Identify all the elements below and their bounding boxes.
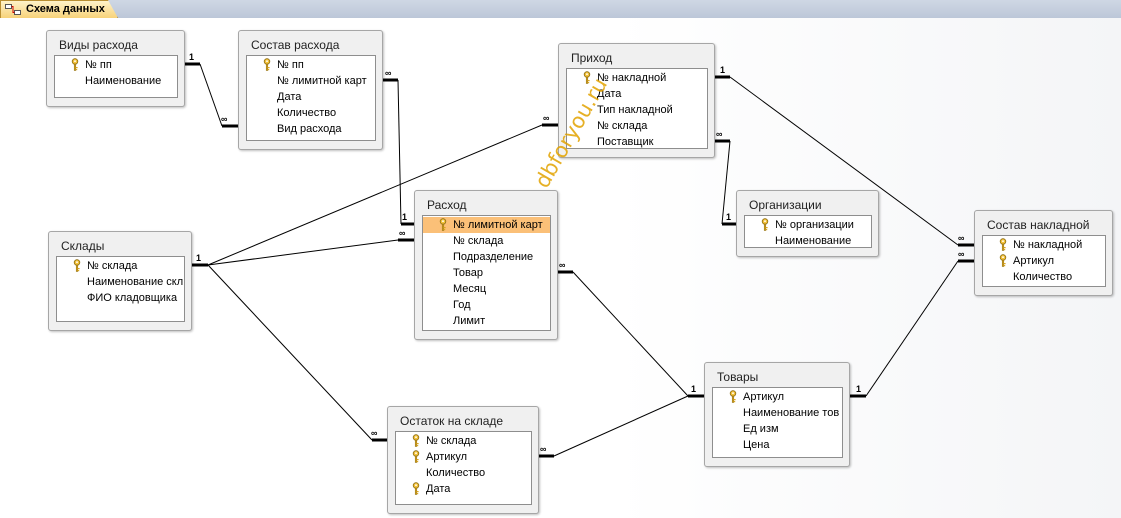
table-prihod[interactable]: Приход № накладной Дата Тип накладной № …	[558, 43, 715, 158]
key-icon	[412, 434, 420, 447]
field-item[interactable]: Подразделение	[453, 251, 534, 263]
field-item[interactable]: Месяц	[453, 283, 487, 295]
key-icon	[412, 482, 420, 495]
relationships-icon	[5, 4, 21, 15]
field-item[interactable]: № накладной	[567, 70, 707, 86]
field-list: № склада Артикул Количество Дата	[395, 431, 532, 505]
field-item[interactable]: Ед изм	[743, 423, 779, 435]
table-rashod[interactable]: Расход № лимитной карт № склада Подразде…	[414, 190, 558, 340]
table-title: Приход	[571, 51, 613, 65]
table-title: Товары	[717, 370, 759, 384]
table-title: Состав расхода	[251, 38, 340, 52]
field-list: № накладной Дата Тип накладной № склада …	[566, 68, 708, 149]
table-title: Остаток на складе	[400, 414, 504, 428]
field-list: № организации Наименование	[744, 215, 872, 248]
field-item-selected[interactable]: № лимитной карт	[423, 217, 550, 233]
field-item[interactable]: № накладной	[983, 237, 1105, 253]
field-item[interactable]: Наименование	[775, 235, 852, 247]
field-item[interactable]: Дата	[396, 481, 531, 497]
table-title: Состав накладной	[987, 218, 1090, 232]
field-item[interactable]: № склада	[597, 120, 648, 132]
document-tab-bar: Схема данных	[0, 0, 1121, 19]
field-item[interactable]: № склада	[57, 258, 184, 274]
field-item[interactable]: Количество	[426, 467, 486, 479]
table-tovary[interactable]: Товары Артикул Наименование тов Ед изм Ц…	[704, 362, 850, 467]
field-item[interactable]: № склада	[396, 433, 531, 449]
field-item[interactable]: № лимитной карт	[277, 75, 367, 87]
field-list: № накладной Артикул Количество	[982, 235, 1106, 287]
field-item[interactable]: Дата	[597, 88, 622, 100]
field-item[interactable]: Тип накладной	[597, 104, 673, 116]
table-title: Расход	[427, 198, 467, 212]
table-vidy-rashoda[interactable]: Виды расхода № пп Наименование	[46, 30, 185, 107]
field-item[interactable]: Год	[453, 299, 471, 311]
field-item[interactable]: ФИО кладовщика	[87, 292, 178, 304]
field-item[interactable]: Количество	[1013, 271, 1073, 283]
field-list: № пп Наименование	[54, 55, 178, 98]
tab-data-schema[interactable]: Схема данных	[0, 0, 118, 18]
table-sklady[interactable]: Склады № склада Наименование скл ФИО кла…	[48, 231, 192, 331]
field-item[interactable]: Вид расхода	[277, 123, 342, 135]
field-item[interactable]: Товар	[453, 267, 483, 279]
table-title: Склады	[61, 239, 105, 253]
field-list: Артикул Наименование тов Ед изм Цена	[712, 387, 843, 458]
field-item[interactable]: № склада	[453, 235, 504, 247]
field-item[interactable]: Артикул	[396, 449, 531, 465]
table-ostatok-na-sklade[interactable]: Остаток на складе № склада Артикул Колич…	[387, 406, 539, 514]
field-list: № пп № лимитной карт Дата Количество Вид…	[246, 55, 376, 141]
field-list: № склада Наименование скл ФИО кладовщика	[56, 256, 185, 322]
field-item[interactable]: Артикул	[713, 389, 842, 405]
table-title: Организации	[749, 198, 822, 212]
key-icon	[71, 58, 79, 71]
tab-label: Схема данных	[26, 3, 105, 15]
table-title: Виды расхода	[59, 38, 138, 52]
key-icon	[583, 71, 591, 84]
table-sostav-nakladnoy[interactable]: Состав накладной № накладной Артикул Кол…	[974, 210, 1113, 296]
field-item[interactable]: Лимит	[453, 315, 486, 327]
field-item[interactable]: Артикул	[983, 253, 1105, 269]
key-icon	[439, 218, 447, 231]
key-icon	[999, 238, 1007, 251]
key-icon	[761, 218, 769, 231]
key-icon	[999, 254, 1007, 267]
field-item[interactable]: Количество	[277, 107, 337, 119]
table-organizacii[interactable]: Организации № организации Наименование	[736, 190, 879, 257]
field-item[interactable]: Наименование скл	[87, 276, 184, 288]
field-item[interactable]: Поставщик	[597, 136, 654, 148]
field-item[interactable]: Наименование	[85, 75, 162, 87]
field-item[interactable]: Дата	[277, 91, 302, 103]
field-item[interactable]: № организации	[745, 217, 871, 233]
field-list: № лимитной карт № склада Подразделение Т…	[422, 215, 551, 331]
key-icon	[729, 390, 737, 403]
field-item[interactable]: № пп	[247, 57, 375, 73]
key-icon	[412, 450, 420, 463]
table-sostav-rashoda[interactable]: Состав расхода № пп № лимитной карт Дата…	[238, 30, 383, 150]
field-item[interactable]: № пп	[55, 57, 177, 73]
field-item[interactable]: Наименование тов	[743, 407, 840, 419]
field-item[interactable]: Цена	[743, 439, 770, 451]
key-icon	[263, 58, 271, 71]
key-icon	[73, 259, 81, 272]
